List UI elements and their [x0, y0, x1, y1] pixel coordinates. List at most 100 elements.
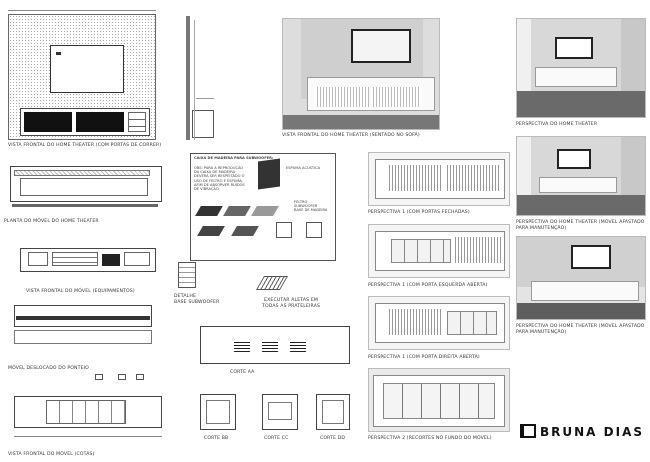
section-dd — [316, 394, 350, 430]
render-a2-cabinet — [531, 281, 639, 301]
caption-porta-esquerda: PERSPECTIVA 1 (COM PORTA ESQUERDA ABERTA… — [368, 283, 488, 288]
render-a1-floor — [517, 195, 645, 215]
render-lo-shelves — [391, 239, 451, 263]
displaced-cabinet-view — [14, 305, 152, 327]
dimensioned-front-view — [14, 396, 162, 428]
equipment-speaker — [102, 254, 120, 266]
side-section-wall — [186, 16, 190, 140]
section-aa-vent-1 — [234, 340, 250, 354]
tv-screen — [50, 45, 124, 93]
section-aa — [200, 326, 350, 364]
caption-detalhe: DETALHE BASE SUBWOOFER — [174, 294, 220, 305]
render-door-2 — [371, 87, 421, 107]
front-view-drawers — [128, 112, 146, 132]
render-p-cabinet — [535, 67, 617, 87]
section-dd-inner — [322, 400, 344, 424]
dimension-flag-2 — [118, 374, 126, 380]
section-cc-inner — [268, 402, 292, 420]
caption-corte-bb: CORTE BB — [204, 436, 229, 441]
equipment-view — [20, 248, 156, 272]
caption-vista-cotas: VISTA FRONTAL DO MÓVEL (COTAS) — [8, 452, 95, 457]
render-p-tv — [555, 37, 593, 59]
caption-corte-cc: CORTE CC — [264, 436, 289, 441]
dimensioned-front-shelves — [46, 400, 126, 424]
render-a2-floor — [517, 303, 645, 319]
render-dc-door-1 — [387, 165, 441, 191]
plan-view-hatch — [14, 170, 150, 176]
subwoofer-part-6 — [276, 222, 292, 238]
side-section-line — [194, 20, 195, 140]
render-a1-tv — [557, 149, 591, 169]
dimensioned-front-dim — [14, 436, 162, 437]
render-a1-sidewall — [621, 137, 645, 201]
displaced-cabinet-bar — [16, 316, 150, 320]
section-bb — [200, 394, 236, 430]
section-aa-vent-3 — [290, 340, 306, 354]
caption-recortes: PERSPECTIVA 2 (RECORTES NO FUNDO DO MÓVE… — [368, 436, 492, 441]
subwoofer-diagram-panel — [190, 153, 336, 261]
render-right-open — [368, 296, 510, 350]
render-ro-door — [387, 309, 443, 335]
logo-mark — [520, 424, 536, 438]
equipment-shelf-middle — [52, 252, 98, 266]
section-bb-inner — [206, 400, 230, 424]
section-cc — [262, 394, 298, 430]
equipment-shelf-right — [124, 252, 150, 266]
front-view-door-left — [24, 112, 72, 132]
caption-corte-aa: CORTE AA — [230, 370, 255, 375]
render-door-1 — [315, 87, 369, 107]
render-ro-shelves — [447, 311, 497, 335]
render-a2-tv — [571, 245, 611, 269]
render-away-1 — [516, 136, 646, 216]
render-sofa-view — [282, 18, 440, 130]
detail-base — [178, 262, 196, 288]
equipment-shelf-left — [28, 252, 48, 266]
side-section-dim — [196, 98, 214, 99]
front-view-door-right — [76, 112, 124, 132]
side-section-cabinet — [192, 110, 214, 138]
render-back-cutouts — [368, 368, 510, 432]
dimension-flag-1 — [95, 374, 103, 380]
subwoofer-title: CAIXA DE MADEIRA PARA SUBWOOFER: — [194, 156, 274, 160]
render-perspective-home — [516, 18, 646, 118]
caption-planta: PLANTA DO MÓVEL DO HOME THEATER — [4, 219, 99, 224]
displaced-cabinet-floor — [14, 330, 152, 344]
render-floor — [283, 115, 439, 129]
caption-executar: EXECUTAR ALETAS EM TODAS AS PRATELEIRAS — [262, 298, 321, 309]
section-aa-vent-2 — [262, 340, 278, 354]
render-away-2 — [516, 236, 646, 320]
dimension-flag-3 — [136, 374, 144, 380]
render-bc-shelves — [383, 383, 495, 419]
render-left-open — [368, 224, 510, 278]
caption-afastado-2-text: PERSPECTIVA DO HOME THEATER (MÓVEL AFAST… — [516, 324, 645, 335]
shelf-fins-detail — [255, 276, 289, 290]
subwoofer-foam-label: ESPUMA ACÚSTICA — [286, 166, 321, 170]
caption-vista-equip: VISTA FRONTAL DO MÓVEL (EQUIPAMENTOS) — [26, 289, 135, 294]
render-a1-cabinet — [539, 177, 617, 193]
render-p-sidewall — [621, 19, 645, 99]
render-dc-door-2 — [445, 165, 499, 191]
render-tv — [351, 29, 411, 63]
logo-text: BRUNA DIAS — [540, 425, 644, 439]
dimension-line — [8, 10, 156, 11]
caption-sofa: VISTA FRONTAL DO HOME THEATER (SENTADO N… — [282, 133, 420, 138]
caption-corte-dd: CORTE DD — [320, 436, 346, 441]
caption-movel-deslocado: MÓVEL DESLOCADO DO PONTEIO — [8, 366, 89, 371]
caption-afastado-1: PERSPECTIVA DO HOME THEATER (MÓVEL AFAST… — [516, 220, 646, 232]
render-p-floor — [517, 91, 645, 117]
caption-afastado-2: PERSPECTIVA DO HOME THEATER (MÓVEL AFAST… — [516, 324, 646, 336]
caption-porta-direita: PERSPECTIVA 1 (COM PORTA DIREITA ABERTA) — [368, 355, 480, 360]
subwoofer-felt-label: FELTRO SUBWOOFER BASE DE MADEIRA — [294, 200, 328, 213]
plan-view-bar — [12, 204, 158, 207]
render-doors-closed — [368, 152, 510, 206]
render-lo-door — [453, 237, 501, 263]
subwoofer-note: OBS: PARA A REPRODUÇÃO DA CAIXA DE MADEI… — [194, 166, 245, 192]
caption-persp-home: PERSPECTIVA DO HOME THEATER — [516, 122, 598, 127]
plan-view-inner — [20, 178, 148, 196]
caption-portas-fechadas: PERSPECTIVA 1 (COM PORTAS FECHADAS) — [368, 210, 470, 215]
subwoofer-box-3d — [258, 158, 280, 190]
caption-afastado-1-text: PERSPECTIVA DO HOME THEATER (MÓVEL AFAST… — [516, 220, 645, 231]
caption-vista-frontal-home: VISTA FRONTAL DO HOME THEATER (COM PORTA… — [8, 143, 162, 148]
plan-view — [10, 166, 162, 202]
tv-logo-mark — [56, 52, 61, 55]
